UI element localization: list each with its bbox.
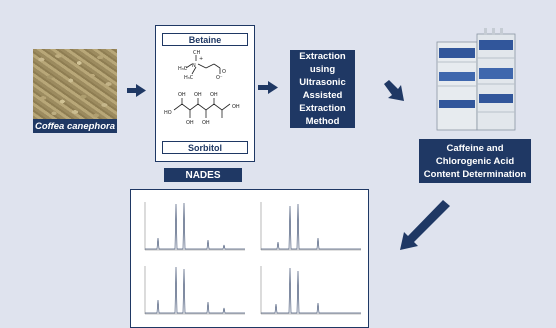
svg-text:OH: OH (210, 92, 218, 98)
analysis-line: Chlorogenic Acid (435, 155, 515, 167)
nades-components-box: Betaine N + (155, 25, 255, 162)
analysis-box: Caffeine and Chlorogenic Acid Content De… (419, 139, 531, 183)
arrow-down-right-icon (384, 80, 404, 101)
coffea-canephora-label: Coffea canephora (33, 119, 117, 133)
svg-text:H₃C: H₃C (184, 75, 194, 81)
svg-text:O: O (222, 69, 226, 75)
svg-text:H₃C: H₃C (178, 66, 188, 72)
chromatogram-panel (253, 262, 365, 321)
svg-text:CH: CH (193, 50, 200, 56)
sorbitol-label: Sorbitol (162, 141, 248, 154)
analysis-line: Caffeine and (446, 142, 504, 154)
svg-text:O⁻: O⁻ (216, 75, 223, 81)
chromatogram-panel (253, 198, 365, 257)
chromatogram-panel (137, 198, 249, 257)
arrow-right-icon (127, 84, 146, 97)
svg-text:OH: OH (232, 104, 240, 110)
extraction-line: Assisted (302, 90, 343, 101)
chromatogram-panel (137, 262, 249, 321)
betaine-label: Betaine (162, 33, 248, 46)
extraction-line: Ultrasonic (299, 77, 346, 88)
analysis-line: Content Determination (423, 168, 527, 180)
extraction-line: using (309, 64, 336, 75)
svg-text:N: N (192, 63, 196, 69)
svg-text:OH: OH (202, 120, 210, 126)
arrow-down-left-icon (400, 200, 450, 250)
coffee-beans-photo (33, 49, 117, 119)
hplc-instrument-icon (436, 28, 516, 131)
chromatograms-image (130, 189, 369, 328)
extraction-line: Extraction (299, 51, 346, 62)
extraction-line: Extraction (299, 103, 346, 114)
arrow-right-icon (258, 81, 278, 94)
extraction-line: Method (305, 116, 340, 127)
svg-text:HO: HO (164, 110, 172, 116)
svg-text:OH: OH (178, 92, 186, 98)
svg-text:+: + (199, 56, 203, 62)
svg-text:OH: OH (194, 92, 202, 98)
molecular-structures-icon: N + CH H₃C H₃C O O⁻ HO OH OH OH OH OH OH (164, 50, 240, 126)
nades-label: NADES (164, 168, 242, 182)
svg-text:OH: OH (186, 120, 194, 126)
extraction-method-box: Extraction using Ultrasonic Assisted Ext… (290, 50, 355, 128)
